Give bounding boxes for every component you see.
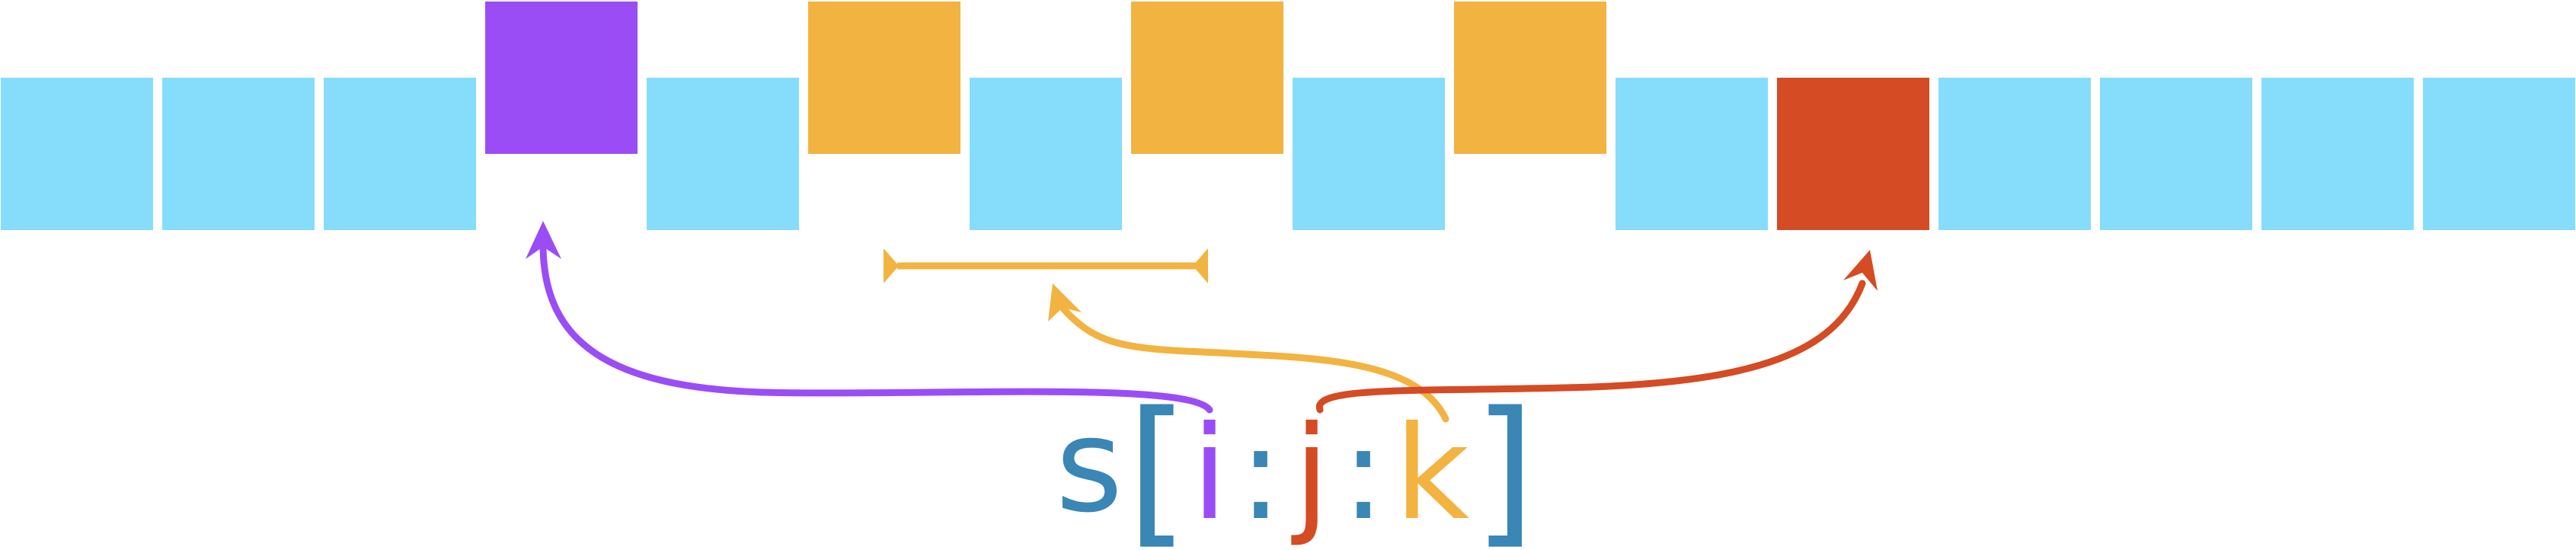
step-value: k	[1395, 398, 1469, 549]
sequence-cell	[324, 78, 476, 230]
stop-index: j	[1290, 398, 1329, 549]
start-index: i	[1191, 398, 1227, 549]
sequence-cell	[1616, 78, 1768, 230]
sequence-cell	[970, 78, 1122, 230]
separator-2: :	[1341, 398, 1385, 549]
sequence-cell	[647, 78, 799, 230]
stop-arrow	[1315, 250, 1878, 414]
step-cell	[1454, 2, 1606, 154]
start-arrow	[526, 221, 1213, 414]
slice-expression: s [ i : j : k ]	[1056, 377, 1536, 550]
start-cell	[485, 2, 638, 154]
sequence-cell	[1, 78, 153, 230]
sequence-cell	[2261, 78, 2414, 230]
sequence-cell	[1938, 78, 2091, 230]
open-bracket: [	[1127, 377, 1189, 550]
close-bracket: ]	[1473, 377, 1536, 550]
step-arrow	[1048, 283, 1449, 423]
sequence-cell	[1293, 78, 1445, 230]
step-cell	[808, 2, 960, 154]
separator-1: :	[1238, 398, 1282, 549]
sequence-name: s	[1056, 391, 1123, 542]
sequence-cells	[1, 2, 2575, 230]
stop-cell	[1777, 78, 1929, 230]
sequence-cell	[2423, 78, 2575, 230]
sequence-cell	[162, 78, 315, 230]
step-cell	[1131, 2, 1283, 154]
step-span-marker	[884, 248, 1208, 283]
sequence-cell	[2100, 78, 2252, 230]
